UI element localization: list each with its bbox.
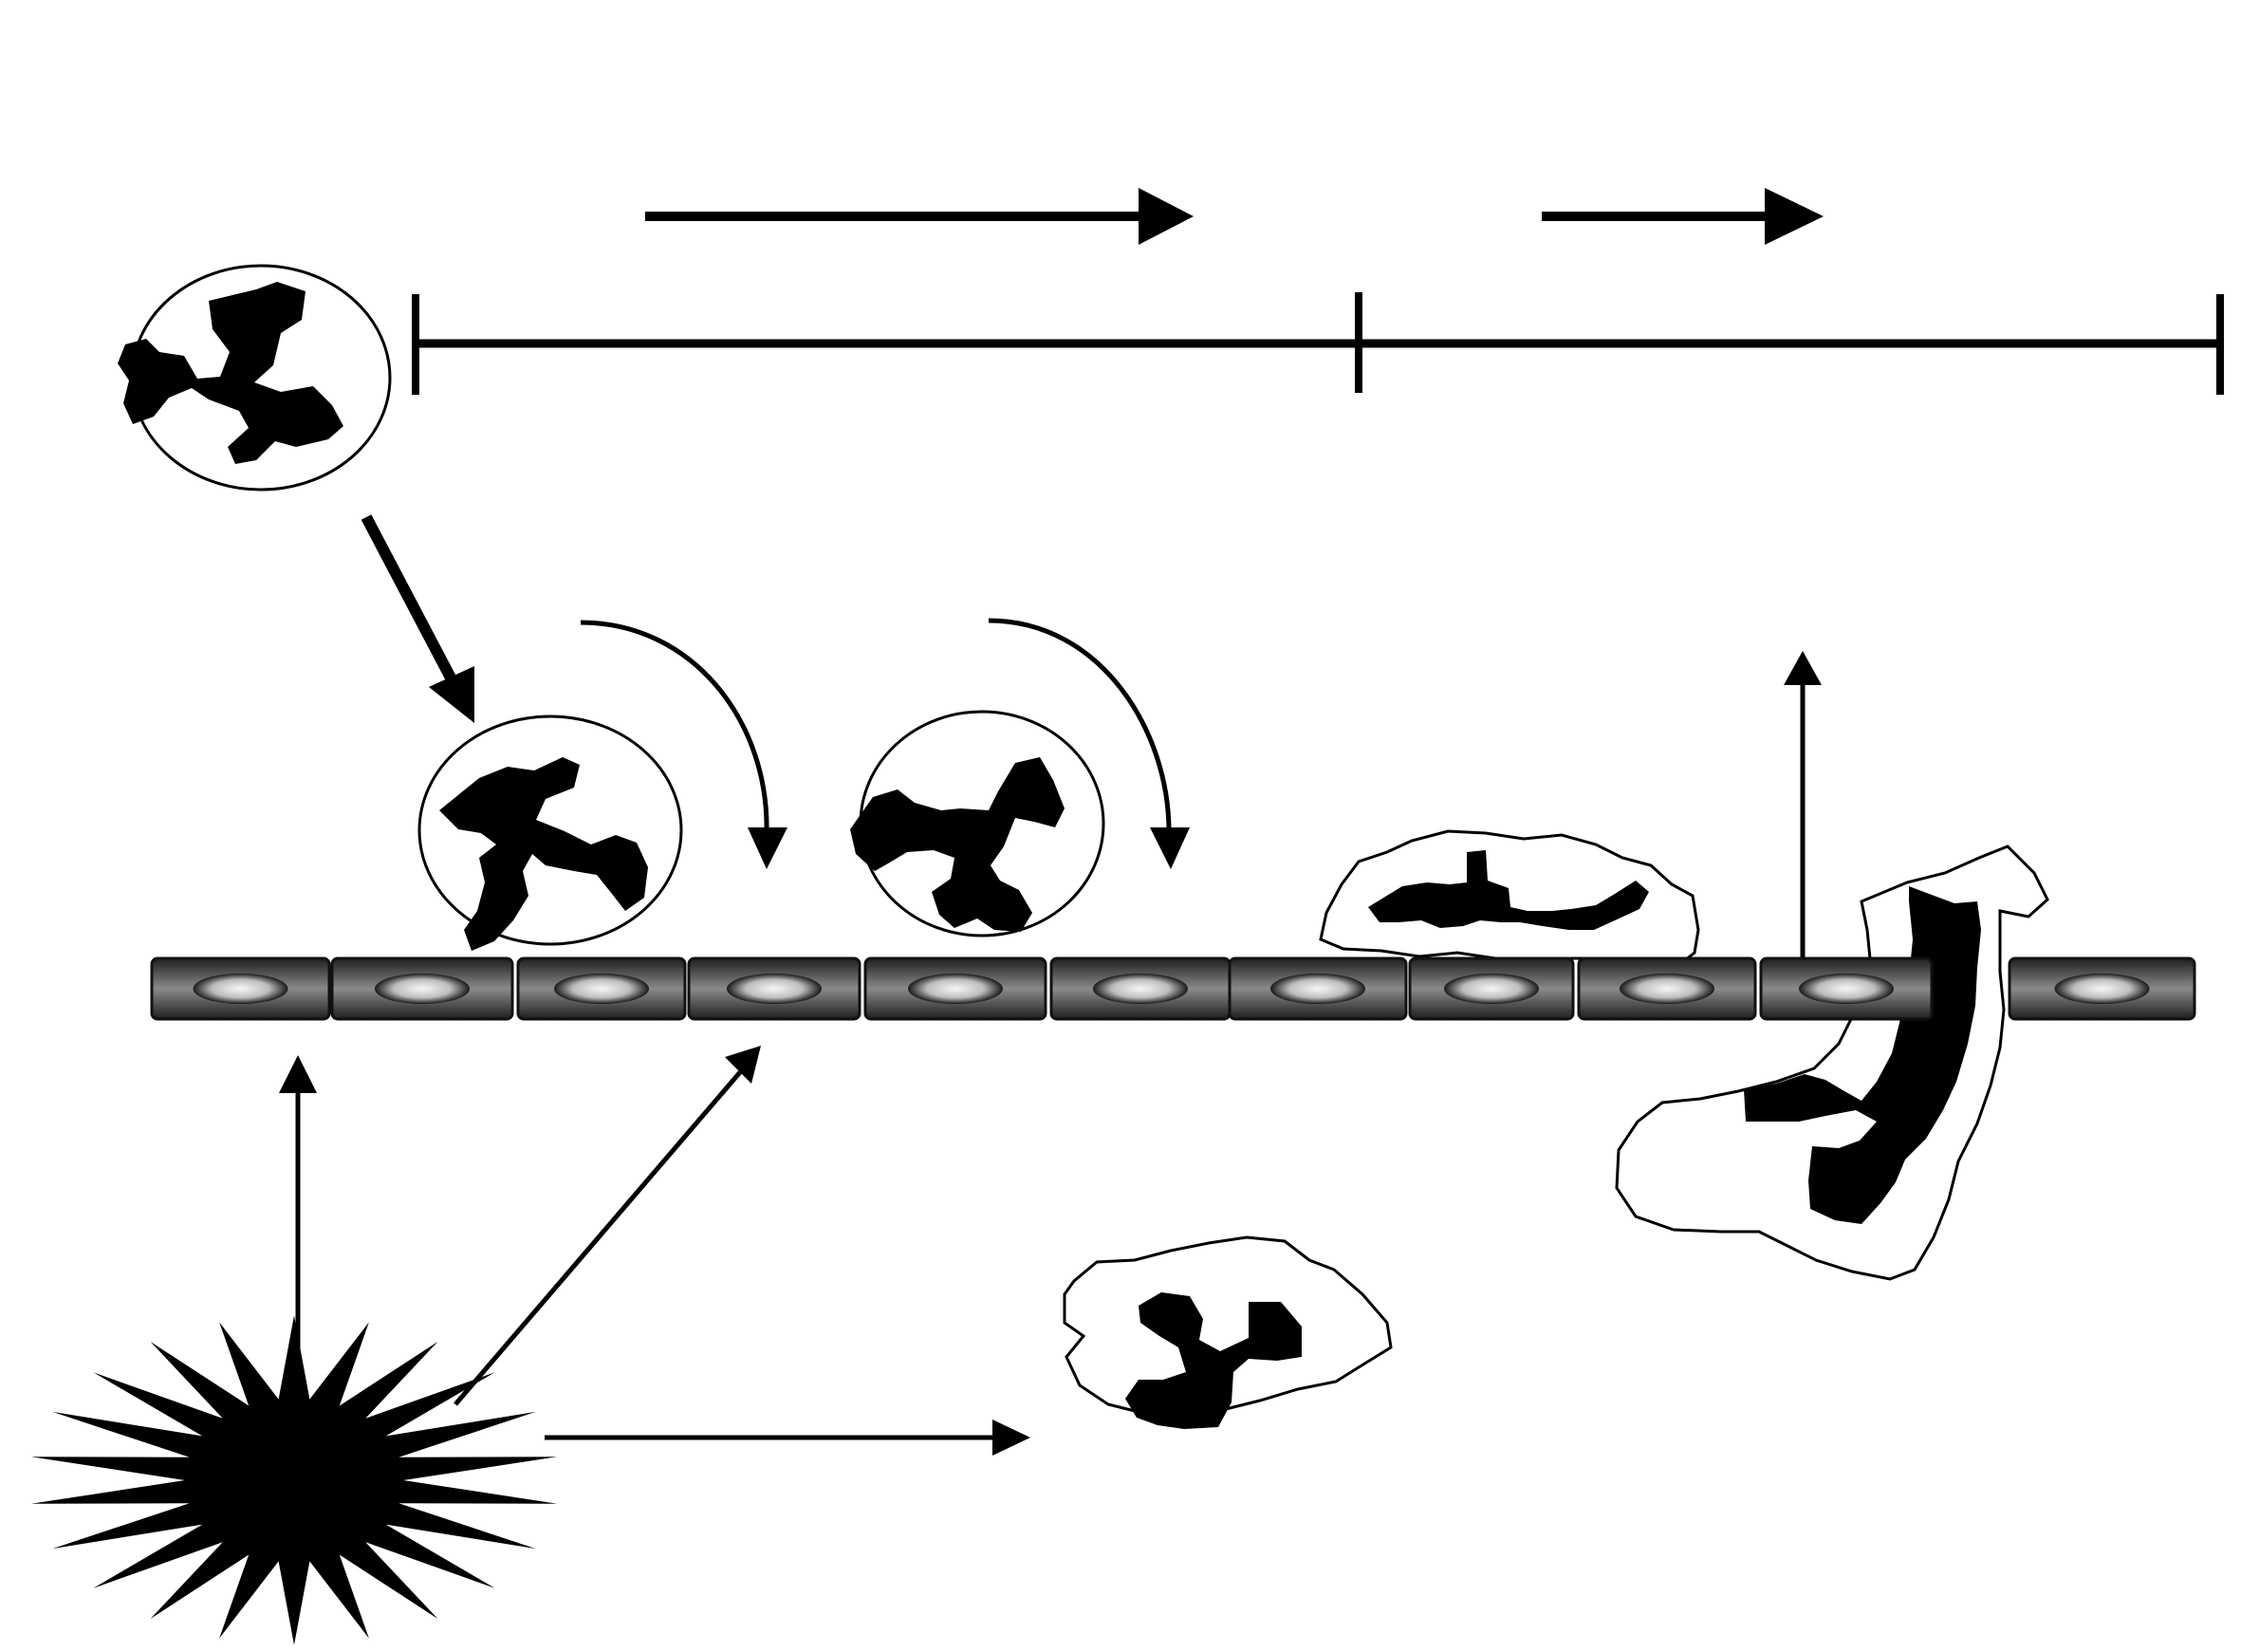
endothelial-cell — [1577, 956, 1757, 1021]
endothelial-cell — [516, 956, 687, 1021]
rolling-arrow-1 — [580, 620, 787, 869]
stage-timeline — [412, 292, 2224, 395]
stimulus-arrow-diagonal — [454, 1046, 761, 1406]
nucleus-icon — [850, 757, 1065, 932]
endothelial-nucleus-icon — [375, 974, 470, 1004]
rolling-neutrophil-1 — [417, 715, 683, 951]
endothelial-cell — [2008, 956, 2196, 1021]
flow-arrow-long — [645, 188, 1194, 245]
rolling-arrow-2 — [988, 618, 1190, 869]
endothelium — [150, 956, 2196, 1021]
nucleus-icon — [1368, 850, 1649, 930]
circulating-neutrophil — [118, 264, 392, 492]
tissue-neutrophil — [1063, 1235, 1393, 1429]
endothelial-nucleus-icon — [727, 974, 822, 1004]
stimulus-arrow-right — [545, 1420, 1030, 1456]
endothelial-cell — [1049, 956, 1232, 1021]
endothelial-cell — [1759, 956, 1934, 1021]
inflammatory-stimulus — [30, 1315, 558, 1645]
capture-arrow — [361, 514, 474, 723]
stimulus-arrow-up — [279, 1055, 317, 1385]
endothelial-nucleus-icon — [193, 974, 288, 1004]
endothelial-cell — [330, 956, 514, 1021]
rolling-neutrophil-2 — [850, 710, 1105, 937]
nucleus-icon — [439, 757, 648, 951]
nucleus-icon — [118, 282, 343, 464]
endothelial-cell — [1408, 956, 1575, 1021]
endothelial-nucleus-icon — [1799, 974, 1894, 1004]
endothelial-nucleus-icon — [1444, 974, 1539, 1004]
endothelial-nucleus-icon — [1093, 974, 1188, 1004]
signal-arrow-up — [1784, 651, 1822, 960]
endothelial-cell — [863, 956, 1047, 1021]
endothelial-cell — [150, 956, 331, 1021]
flow-arrow-short — [1542, 188, 1824, 245]
endothelial-nucleus-icon — [554, 974, 649, 1004]
adherent-neutrophil — [1319, 829, 1700, 970]
endothelial-nucleus-icon — [908, 974, 1003, 1004]
endothelial-cell — [1228, 956, 1408, 1021]
endothelial-cell — [687, 956, 861, 1021]
endothelial-nucleus-icon — [1620, 974, 1714, 1004]
nucleus-icon — [1125, 1292, 1302, 1429]
endothelial-nucleus-icon — [2054, 974, 2150, 1004]
endothelial-nucleus-icon — [1270, 974, 1365, 1004]
